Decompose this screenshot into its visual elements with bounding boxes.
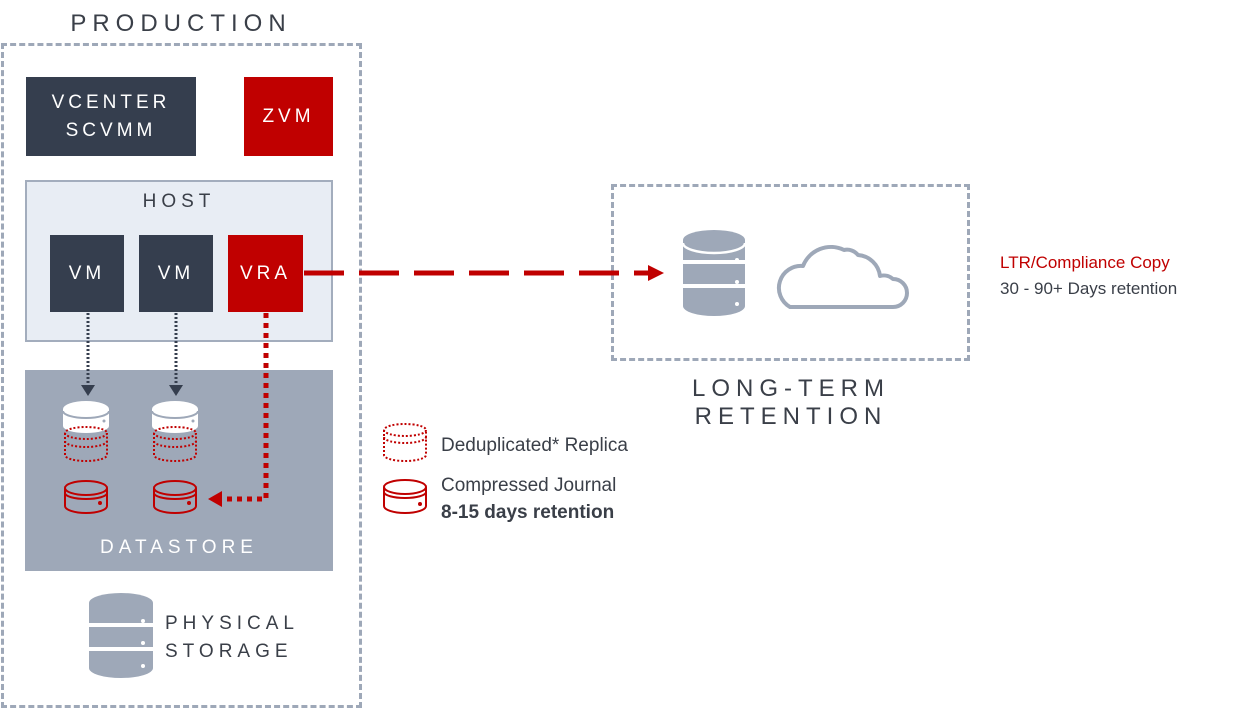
vm-label: VM — [68, 262, 106, 284]
journal-disk-icon — [153, 480, 197, 514]
production-title: PRODUCTION — [70, 10, 292, 37]
replica-disk-icon — [64, 426, 108, 462]
legend-replica-label: Deduplicated* Replica — [441, 435, 628, 456]
ltr-line1: LONG-TERM — [692, 375, 890, 402]
datastore-label: DATASTORE — [100, 537, 258, 558]
dotted-disk-icon — [383, 423, 427, 462]
ltr-line2: RETENTION — [694, 403, 888, 430]
ltr-note-title: LTR/Compliance Copy — [1000, 253, 1170, 272]
legend-journal-sublabel: 8-15 days retention — [441, 502, 615, 523]
host-label: HOST — [142, 191, 216, 212]
legend-journal-label: Compressed Journal — [441, 475, 617, 496]
vra-label: VRA — [239, 262, 292, 284]
storage-label: STORAGE — [165, 641, 293, 662]
physical-label: PHYSICAL — [165, 613, 299, 634]
ltr-label: LONG-TERM RETENTION — [612, 375, 970, 431]
vra-ltr-arrow — [304, 265, 664, 281]
replica-disk-icon — [153, 426, 197, 462]
ltr-note: LTR/Compliance Copy 30 - 90+ Days retent… — [1000, 250, 1177, 302]
database-icon — [681, 230, 747, 316]
vm-box-1[interactable]: VM — [50, 235, 124, 312]
vm-box-2[interactable]: VM — [139, 235, 213, 312]
journal-disk-icon — [64, 480, 108, 514]
scvmm-label: SCVMM — [65, 119, 157, 141]
vcenter-scvmm-box[interactable]: VCENTER SCVMM — [26, 77, 196, 156]
zvm-box[interactable]: ZVM — [244, 77, 333, 156]
solid-disk-icon — [383, 479, 427, 514]
vra-journal-arrow — [208, 313, 269, 507]
vcenter-label: VCENTER — [51, 91, 171, 113]
vra-box[interactable]: VRA — [228, 235, 303, 312]
vm1-write-arrow — [81, 313, 95, 396]
production-boundary — [1, 43, 362, 708]
physical-storage-label: PHYSICAL STORAGE — [165, 610, 299, 666]
zvm-label: ZVM — [262, 105, 315, 127]
vm2-write-arrow — [169, 313, 183, 396]
cloud-icon — [776, 245, 909, 309]
ltr-note-subtitle: 30 - 90+ Days retention — [1000, 279, 1178, 298]
physical-storage-database-icon — [89, 593, 153, 678]
vm-label: VM — [157, 262, 195, 284]
